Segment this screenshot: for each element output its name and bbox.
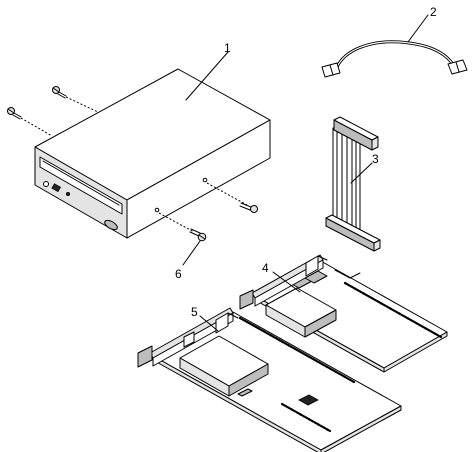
card-5-small-chip	[298, 394, 319, 406]
callout-2: 2	[430, 5, 437, 19]
callout-leaders	[182, 14, 429, 332]
volume-control	[51, 183, 62, 193]
card-4-edge-connector	[343, 281, 443, 339]
screw	[239, 202, 258, 213]
side-screw-hole	[154, 207, 160, 213]
ribbon-cable	[325, 116, 381, 252]
callout-3: 3	[372, 152, 379, 166]
callout-6: 6	[175, 267, 182, 281]
eject-button	[104, 219, 118, 231]
callout-1: 1	[224, 41, 231, 55]
card-5-bracket-tab	[137, 345, 153, 368]
callout-5: 5	[191, 305, 198, 319]
screw	[7, 107, 22, 120]
headphone-jack	[43, 181, 49, 187]
cd-rom-drive	[34, 68, 271, 239]
side-screw-hole	[202, 177, 208, 183]
adapter-card-4	[239, 254, 448, 373]
card-4-bracket-tab	[239, 289, 254, 310]
card-5-pin-row	[280, 402, 332, 433]
screw	[52, 86, 67, 99]
drive-screws	[7, 86, 258, 242]
screw-callout-6	[189, 228, 207, 242]
card-5-edge-connector	[238, 316, 356, 384]
callout-4: 4	[262, 261, 269, 275]
audio-cable	[321, 40, 468, 78]
activity-led	[66, 191, 71, 196]
